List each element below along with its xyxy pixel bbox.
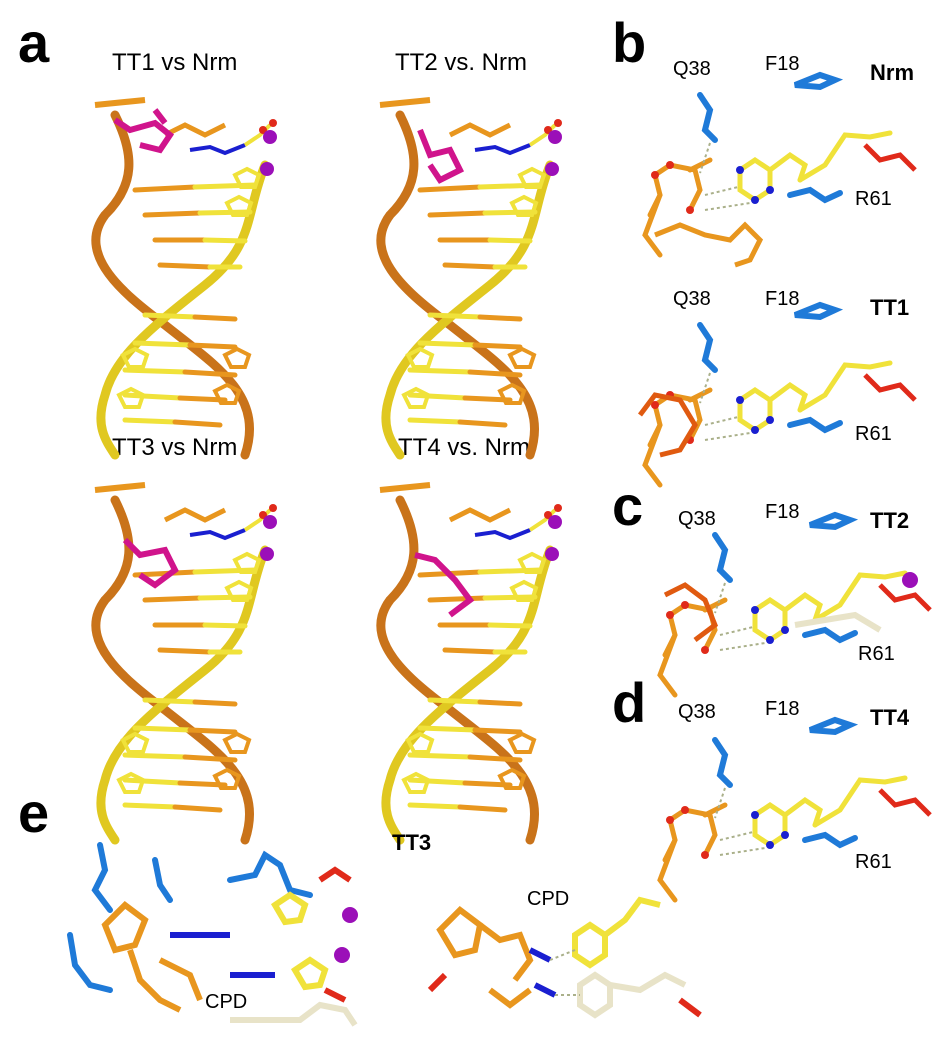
binding-pocket-tt4 (660, 720, 930, 900)
residue-f18-tt4: F18 (765, 698, 799, 720)
title-tt2-vs-nrm: TT2 vs. Nrm (395, 49, 527, 76)
helix-model-tt1 (95, 100, 277, 455)
tag-tt2: TT2 (870, 508, 909, 533)
structure-tt3-cpd-closeup (427, 896, 702, 1019)
helix-model-tt2 (380, 100, 562, 455)
label-cpd-right: CPD (527, 888, 569, 910)
residue-q38-tt4: Q38 (678, 701, 716, 723)
binding-pocket-tt1 (638, 305, 915, 485)
residue-f18-tt2: F18 (765, 501, 799, 523)
title-tt4-vs-nrm: TT4 vs. Nrm (398, 434, 530, 461)
panel-label-d: d (612, 671, 646, 734)
tag-nrm: Nrm (870, 60, 914, 85)
residue-r61-tt4: R61 (855, 851, 892, 873)
panel-label-b: b (612, 11, 646, 74)
residue-q38-tt2: Q38 (678, 508, 716, 530)
binding-pocket-nrm (645, 75, 915, 268)
structure-tt3-side-view (67, 842, 358, 1027)
residue-f18-nrm: F18 (765, 53, 799, 75)
residue-q38-nrm: Q38 (673, 58, 711, 80)
residue-r61-nrm: R61 (855, 188, 892, 210)
title-tt1-vs-nrm: TT1 vs Nrm (112, 49, 237, 76)
panel-label-a: a (18, 11, 50, 74)
label-cpd-left: CPD (205, 991, 247, 1013)
residue-r61-tt1: R61 (855, 423, 892, 445)
panel-label-e: e (18, 781, 49, 844)
helix-model-tt3 (95, 485, 277, 840)
residue-q38-tt1: Q38 (673, 288, 711, 310)
residue-f18-tt1: F18 (765, 288, 799, 310)
tag-tt1: TT1 (870, 295, 909, 320)
binding-pocket-tt2 (660, 515, 930, 695)
residue-r61-tt2: R61 (858, 643, 895, 665)
helix-model-tt4 (380, 485, 562, 840)
panel-label-c: c (612, 474, 643, 537)
tag-tt3: TT3 (392, 830, 431, 855)
title-tt3-vs-nrm: TT3 vs Nrm (112, 434, 237, 461)
tag-tt4: TT4 (870, 705, 910, 730)
